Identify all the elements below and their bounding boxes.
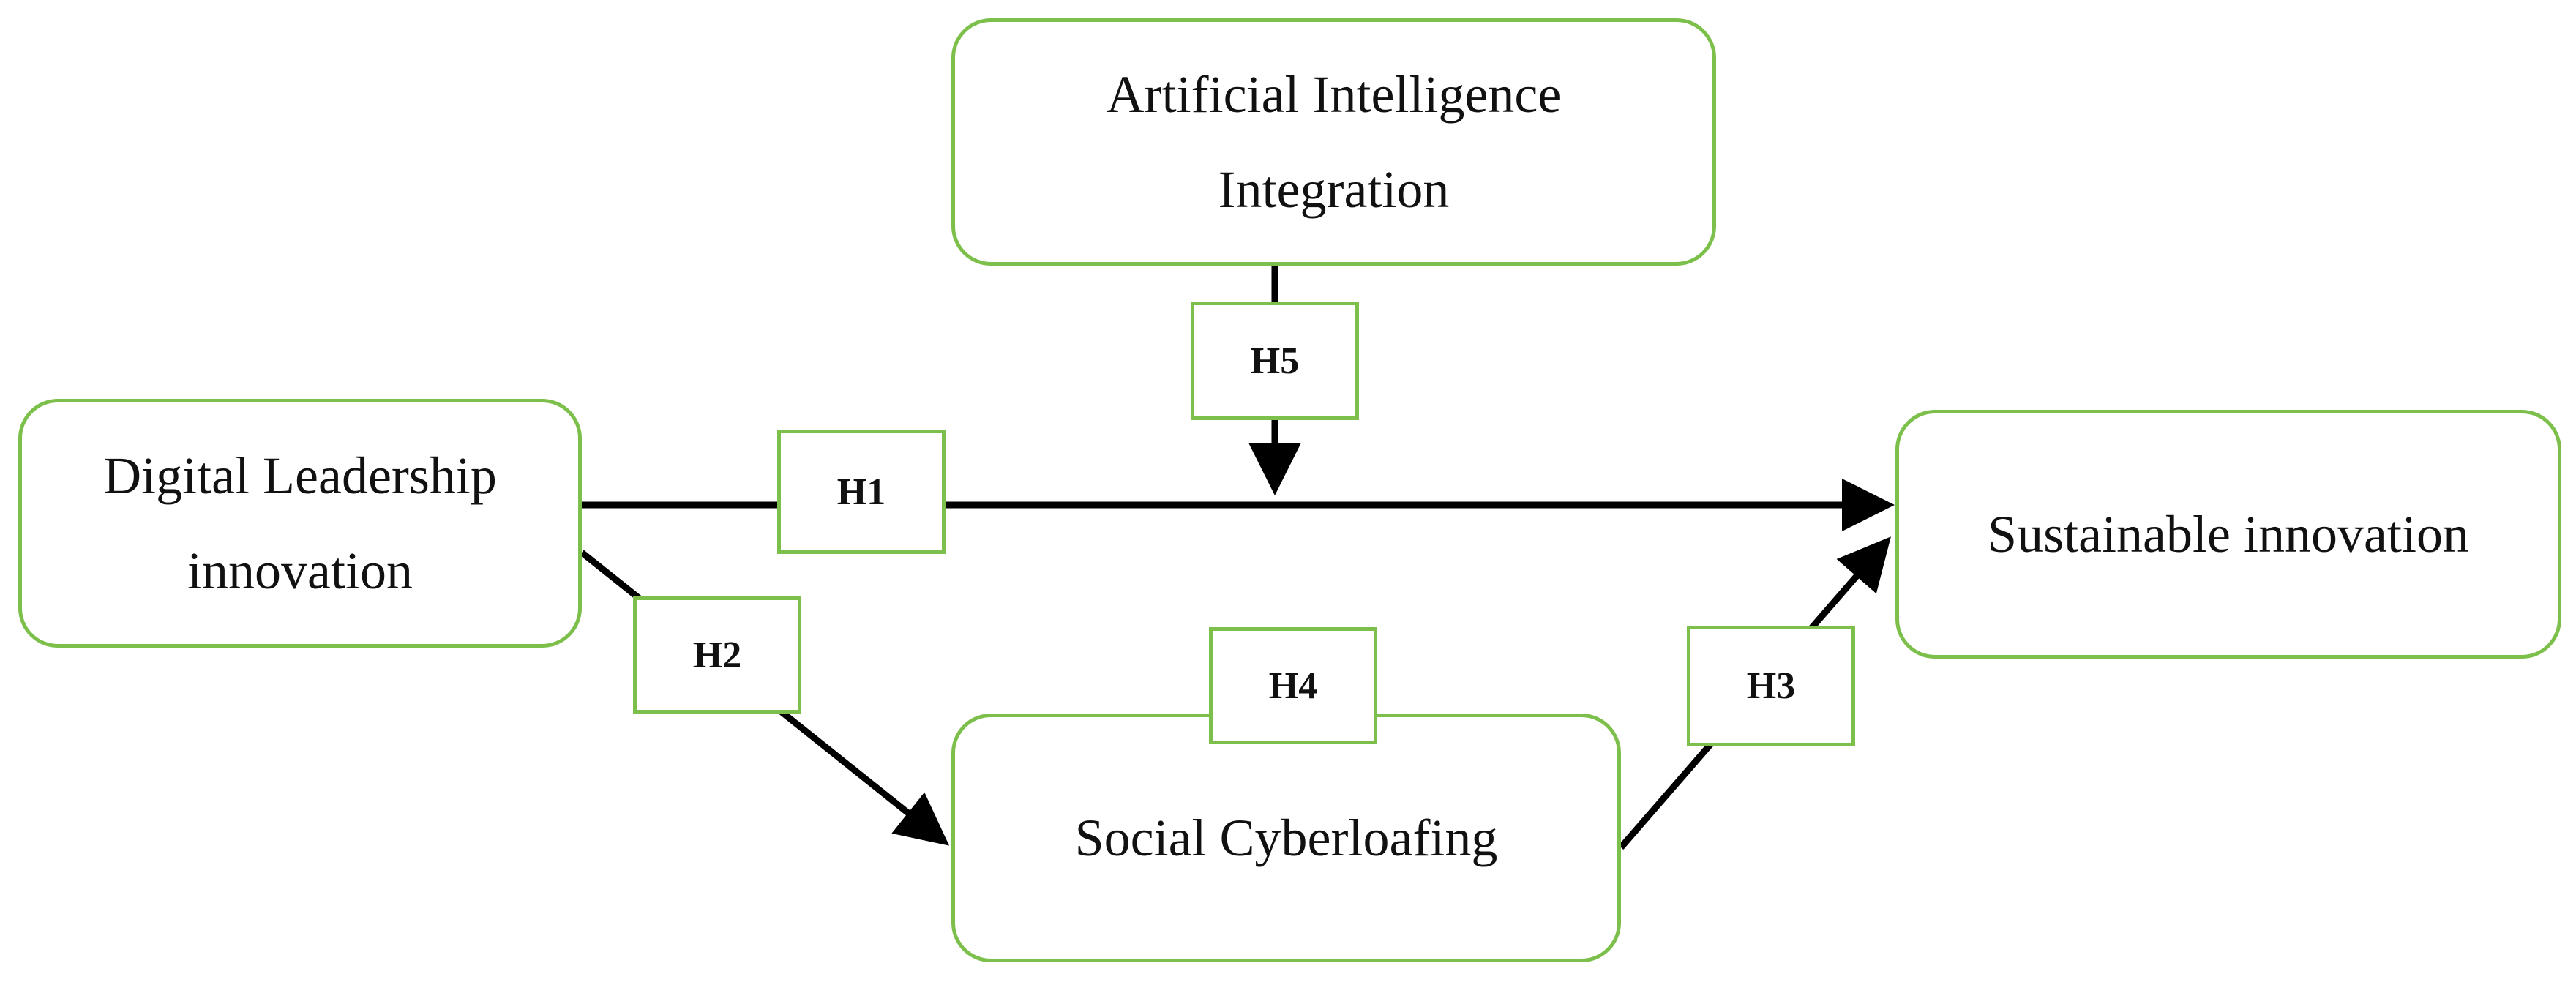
node-dli-line1: Digital Leadership	[103, 446, 497, 505]
hypothesis-h1-label: H1	[836, 471, 886, 513]
hypothesis-h3-label: H3	[1746, 665, 1796, 707]
hypothesis-h4-box: H4	[1209, 627, 1377, 744]
hypothesis-h5-box: H5	[1191, 302, 1359, 420]
node-sustainable-innovation: Sustainable innovation	[1895, 410, 2561, 659]
hypothesis-h3-box: H3	[1687, 626, 1855, 746]
node-dli-line2: innovation	[187, 542, 413, 600]
node-sc-label: Social Cyberloafing	[1074, 809, 1498, 867]
node-ai-line1: Artificial Intelligence	[1106, 65, 1562, 124]
hypothesis-h5-label: H5	[1250, 340, 1300, 382]
node-social-cyberloafing: Social Cyberloafing	[951, 714, 1621, 962]
hypothesis-h4-label: H4	[1268, 664, 1318, 707]
hypothesis-h1-box: H1	[777, 430, 946, 554]
hypothesis-h2-box: H2	[633, 596, 801, 714]
node-artificial-intelligence-integration: Artificial Intelligence Integration	[951, 18, 1716, 266]
node-ai-line2: Integration	[1218, 160, 1450, 219]
node-digital-leadership-innovation: Digital Leadership innovation	[18, 399, 582, 648]
hypothesis-h2-label: H2	[692, 634, 742, 676]
node-si-label: Sustainable innovation	[1988, 505, 2469, 563]
